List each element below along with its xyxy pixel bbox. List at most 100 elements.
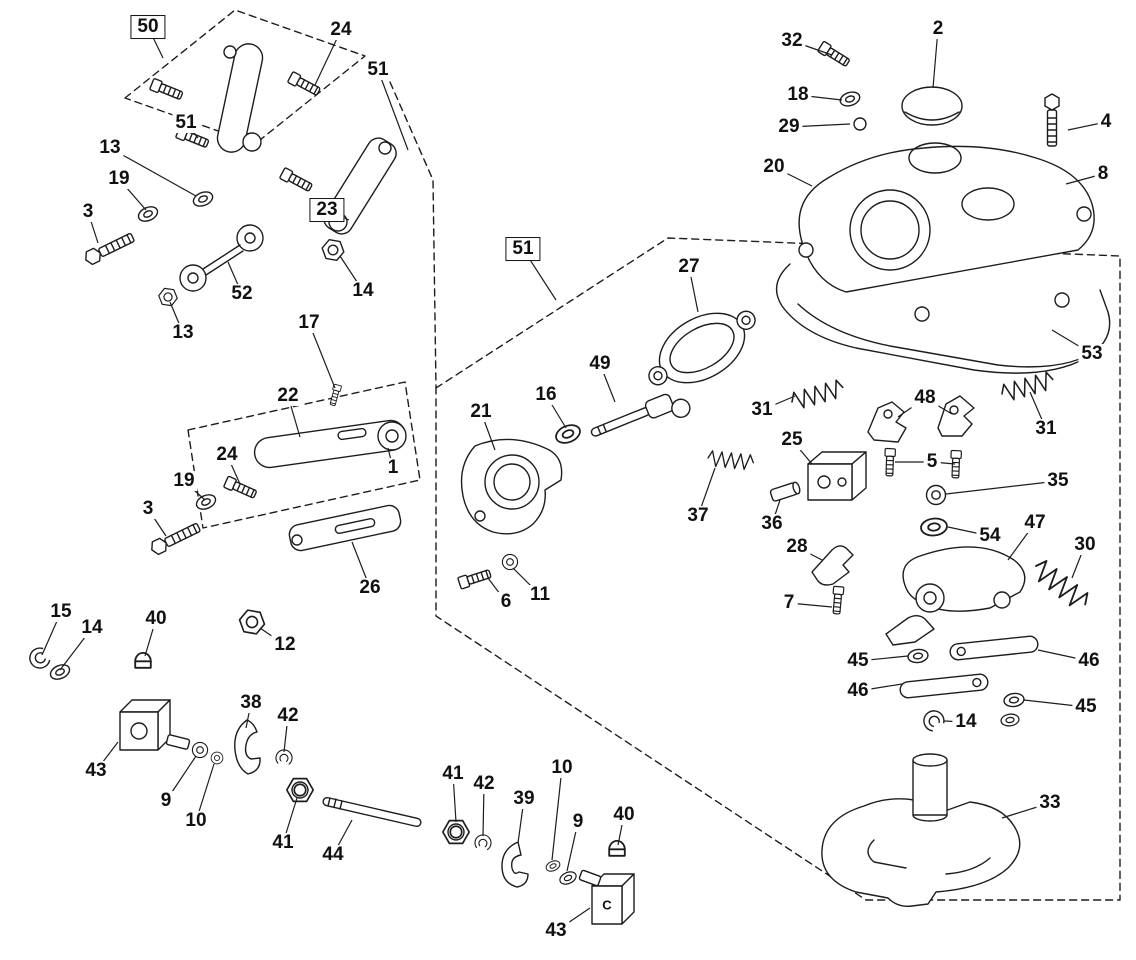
part-dome-2 <box>901 86 963 126</box>
part-callout-41: 41 <box>439 764 467 784</box>
part-valve-block-b <box>578 869 635 925</box>
part-callout-38: 38 <box>237 693 265 713</box>
part-callout-13: 13 <box>96 138 124 158</box>
part-base-33 <box>821 753 1021 908</box>
part-callout-19: 19 <box>105 169 133 189</box>
part-callout-43: 43 <box>542 921 570 941</box>
part-marking: C <box>602 897 612 913</box>
part-callout-1: 1 <box>384 458 402 478</box>
part-rod-44 <box>322 796 422 828</box>
part-callout-14: 14 <box>349 281 377 301</box>
part-callout-31: 31 <box>1032 419 1060 439</box>
part-nut-41a <box>285 777 315 803</box>
part-callout-28: 28 <box>783 537 811 557</box>
part-callout-10: 10 <box>182 811 210 831</box>
part-callout-46: 46 <box>844 681 872 701</box>
part-callout-12: 12 <box>271 635 299 655</box>
part-callout-51: 51 <box>364 60 392 80</box>
part-callout-41: 41 <box>269 833 297 853</box>
part-callout-32: 32 <box>778 31 806 51</box>
part-callout-36: 36 <box>758 514 786 534</box>
part-cam-47 <box>902 546 1026 613</box>
part-callout-45: 45 <box>1072 697 1100 717</box>
part-callout-24: 24 <box>327 20 355 40</box>
part-plate-26 <box>288 504 402 552</box>
part-callout-29: 29 <box>775 117 803 137</box>
part-callout-54: 54 <box>976 526 1004 546</box>
part-callout-47: 47 <box>1021 513 1049 533</box>
part-hook-39 <box>501 841 529 888</box>
part-lever-22 <box>253 419 407 469</box>
part-callout-24: 24 <box>213 445 241 465</box>
part-arm-50 <box>216 43 264 153</box>
part-callout-43: 43 <box>82 761 110 781</box>
part-callout-45: 45 <box>844 651 872 671</box>
part-callout-37: 37 <box>684 506 712 526</box>
part-callout-9: 9 <box>157 791 175 811</box>
part-callout-5: 5 <box>923 452 941 472</box>
part-callout-27: 27 <box>675 257 703 277</box>
part-block-25 <box>807 451 867 501</box>
part-valve-block-a <box>119 699 191 751</box>
part-callout-16: 16 <box>532 385 560 405</box>
part-callout-3: 3 <box>139 499 157 519</box>
part-callout-11: 11 <box>526 585 554 605</box>
part-callout-13: 13 <box>169 323 197 343</box>
part-callout-40: 40 <box>610 805 638 825</box>
dashed-boundary-group50 <box>124 9 366 145</box>
part-callout-14: 14 <box>78 618 106 638</box>
part-callout-19: 19 <box>170 471 198 491</box>
part-callout-39: 39 <box>510 789 538 809</box>
part-callout-4: 4 <box>1097 112 1115 132</box>
part-housing-21 <box>460 438 563 535</box>
part-callout-21: 21 <box>467 402 495 422</box>
part-callout-23: 23 <box>309 198 345 222</box>
part-callout-44: 44 <box>319 845 347 865</box>
part-callout-7: 7 <box>780 593 798 613</box>
part-callout-31: 31 <box>748 400 776 420</box>
part-callout-42: 42 <box>274 706 302 726</box>
part-callout-49: 49 <box>586 354 614 374</box>
part-callout-9: 9 <box>569 812 587 832</box>
part-callout-53: 53 <box>1078 344 1106 364</box>
part-lever-28 <box>811 545 854 586</box>
part-pin-36 <box>769 481 801 502</box>
part-bracket-48a <box>867 401 907 443</box>
part-nut-41b <box>441 819 471 845</box>
part-callout-15: 15 <box>47 602 75 622</box>
part-callout-51: 51 <box>505 237 541 261</box>
part-callout-22: 22 <box>274 386 302 406</box>
part-callout-40: 40 <box>142 609 170 629</box>
part-callout-3: 3 <box>79 202 97 222</box>
part-needle-49 <box>590 393 691 437</box>
part-callout-8: 8 <box>1094 164 1112 184</box>
part-callout-17: 17 <box>295 313 323 333</box>
dashed-boundary-group51 <box>435 237 1121 901</box>
part-callout-50: 50 <box>130 15 166 39</box>
part-lever-46b <box>899 673 989 699</box>
part-callout-52: 52 <box>228 284 256 304</box>
part-callout-6: 6 <box>497 592 515 612</box>
part-callout-42: 42 <box>470 774 498 794</box>
part-callout-10: 10 <box>548 758 576 778</box>
part-bracket-48b <box>937 395 975 437</box>
ball-29 <box>853 117 867 131</box>
part-callout-2: 2 <box>929 19 947 39</box>
part-callout-35: 35 <box>1044 471 1072 491</box>
dashed-boundary-left-line <box>389 81 437 389</box>
part-callout-48: 48 <box>911 388 939 408</box>
part-callout-26: 26 <box>356 578 384 598</box>
part-callout-33: 33 <box>1036 793 1064 813</box>
part-callout-20: 20 <box>760 157 788 177</box>
part-cover-53 <box>775 142 1111 374</box>
part-pawl <box>885 615 935 646</box>
part-callout-18: 18 <box>784 85 812 105</box>
part-callout-14: 14 <box>952 712 980 732</box>
part-callout-25: 25 <box>778 430 806 450</box>
part-gasket-27 <box>648 310 756 386</box>
part-lever-46a <box>949 635 1039 661</box>
part-callout-51: 51 <box>172 113 200 133</box>
